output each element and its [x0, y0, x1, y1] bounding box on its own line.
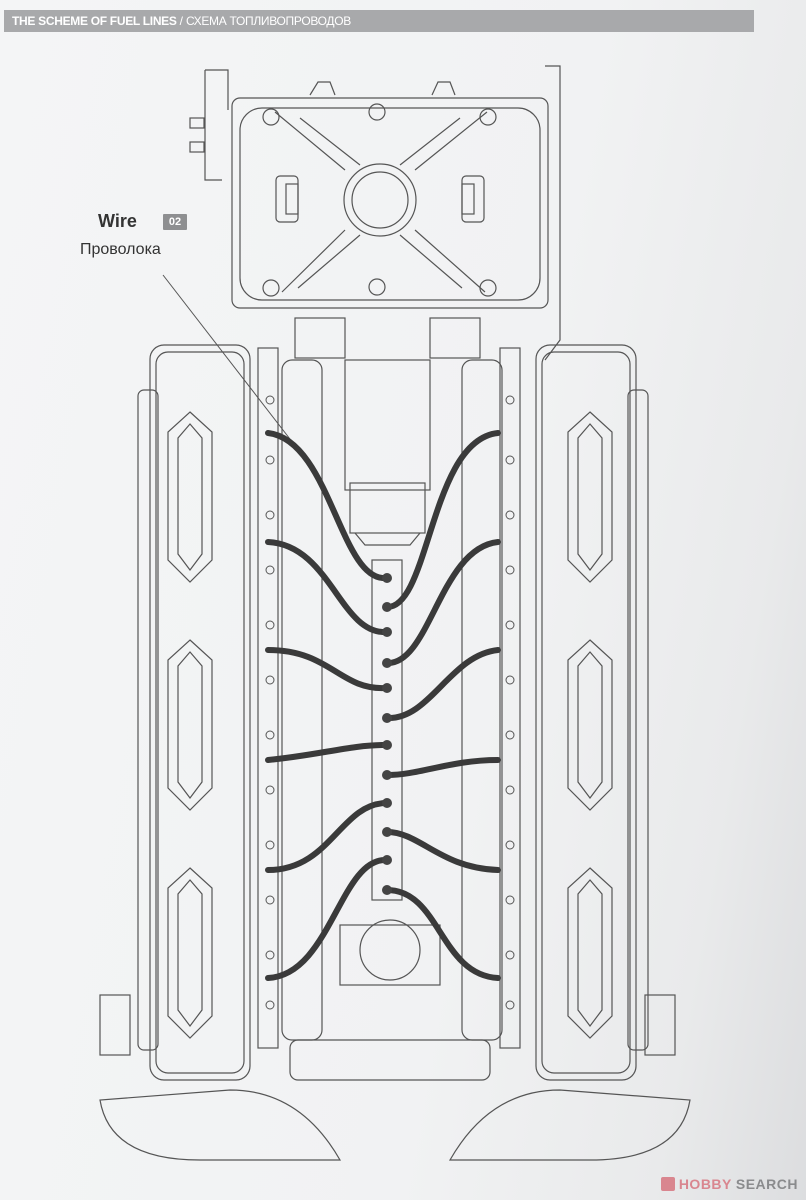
section-header-bar: THE SCHEME OF FUEL LINES / СХЕМА ТОПЛИВО…: [4, 10, 754, 32]
engine-top-housing: [189, 65, 561, 361]
hobby-search-logo-icon: [660, 1177, 675, 1191]
fuel-line-fittings: [382, 573, 392, 895]
header-separator: /: [179, 14, 183, 28]
watermark-brand-a: HOBBY: [678, 1176, 732, 1192]
part-number-badge: 02: [163, 214, 187, 230]
left-cylinder-bank: [137, 344, 323, 1081]
fuel-lines: [265, 430, 501, 981]
watermark: HOBBY SEARCH: [660, 1176, 798, 1192]
callout-leader-line: [162, 274, 301, 453]
callout-label-ru: Проволока: [80, 241, 161, 258]
header-title-en: THE SCHEME OF FUEL LINES: [12, 14, 177, 28]
right-cylinder-bank: [461, 344, 649, 1081]
center-valley: [99, 359, 691, 1161]
left-fitting: [99, 994, 131, 1056]
right-fitting: [644, 994, 676, 1056]
callout-label-en: Wire: [98, 211, 137, 231]
header-title-ru: СХЕМА ТОПЛИВОПРОВОДОВ: [185, 14, 352, 28]
watermark-brand-b: SEARCH: [735, 1176, 798, 1192]
